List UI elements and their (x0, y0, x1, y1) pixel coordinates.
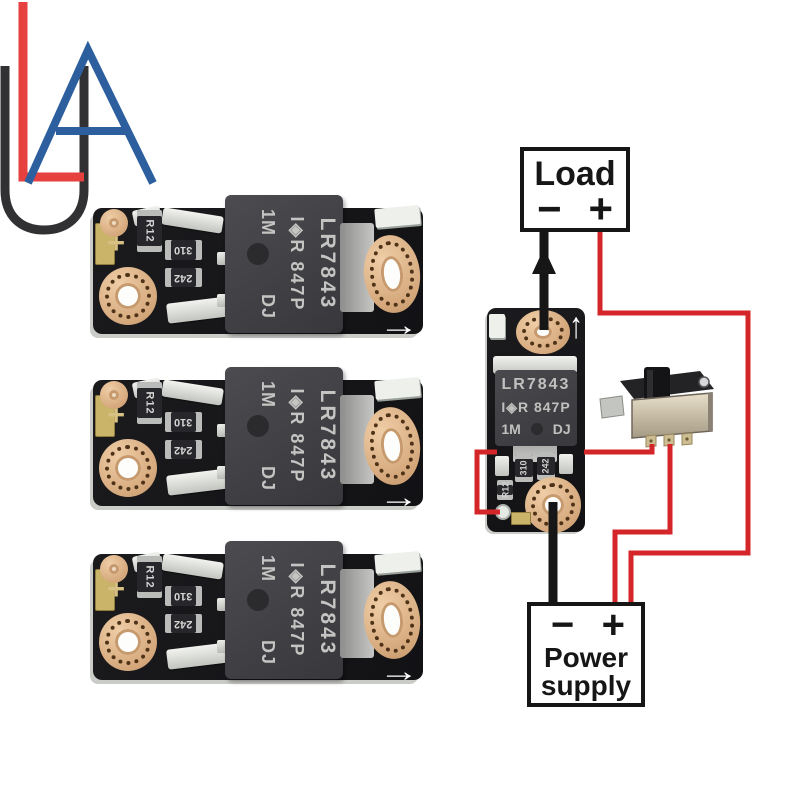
current-direction-arrow-icon: → (378, 655, 420, 688)
chip-marking: LR7843 I◈R 847P 1M DJ (258, 555, 339, 665)
pad-hole (542, 494, 564, 516)
solder-trace (493, 356, 577, 374)
switch-knob-highlight (647, 370, 653, 398)
pad-hole (115, 283, 141, 309)
pad-hole (109, 218, 119, 228)
mosfet-module-photo-3: + R12 310 242 LR7843 I◈R (93, 541, 424, 688)
smd-resistor-310: 310 (515, 454, 533, 482)
smd-resistor-242: 242 (165, 268, 202, 287)
power-supply-label-line1: Power (543, 642, 629, 673)
load-label: Load (534, 155, 616, 193)
pad-hole (109, 564, 119, 574)
smd-resistor-310: 310 (165, 586, 202, 606)
switch-body-edge (708, 393, 712, 431)
power-supply-label-line2: supply (540, 670, 632, 701)
input-wire-pad (99, 613, 157, 671)
current-direction-arrow-icon: → (378, 481, 420, 514)
logo-letter-l (18, 2, 84, 182)
current-direction-arrow-icon: ↑ (569, 305, 583, 346)
logo-letter-a (24, 40, 157, 185)
power-supply-box: − + Power supply (527, 602, 645, 707)
ceramic-component (374, 377, 421, 400)
mounting-hole-icon (698, 376, 710, 388)
mosfet-module-photo-2: + R12 310 242 LR7843 I◈R (93, 367, 424, 514)
chip-marking: LR7843 I◈R 847P 1M DJ (258, 381, 339, 491)
switch-terminal-pad (495, 456, 509, 476)
ceramic-component (374, 551, 421, 574)
wire-switch-to-supply (612, 444, 673, 606)
supply-wire-pad (525, 477, 581, 533)
smd-resistor-r12: R12 (137, 556, 162, 598)
pad-hole (115, 455, 141, 481)
ceramic-component (489, 314, 505, 338)
chip-mold-dot (247, 415, 269, 437)
mosfet-chip: LR7843 I◈R 847P 1M DJ (495, 370, 577, 446)
flow-arrow-icon (532, 248, 556, 274)
smd-resistor-r12: R12 (137, 210, 162, 252)
slide-switch (599, 367, 714, 448)
switch-body (631, 392, 713, 439)
pin-hole (667, 438, 671, 442)
switch-terminal-pad (559, 454, 573, 474)
small-mounting-pad (100, 555, 128, 583)
supply-negative-terminal: − (551, 603, 575, 647)
small-mounting-pad (100, 209, 128, 237)
input-wire-pad (99, 439, 157, 497)
pad-hole (109, 390, 119, 400)
pad-hole (534, 325, 552, 339)
mosfet-chip: LR7843 I◈R 847P 1M DJ (225, 541, 374, 679)
load-box: Load − + (520, 147, 630, 232)
switch-bracket-tab (599, 395, 625, 419)
pad-hole (115, 629, 141, 655)
current-direction-arrow-icon: → (378, 309, 420, 342)
load-wire-pad (516, 310, 570, 354)
ceramic-component (374, 205, 421, 228)
chip-marking: LR7843 I◈R 847P 1M DJ (258, 209, 339, 319)
via-ring (105, 619, 151, 665)
mosfet-module-photo-1: + R12 310 242 LR7843 I◈R (93, 195, 424, 342)
load-negative-terminal: − (537, 185, 562, 232)
chip-mold-dot (247, 243, 269, 265)
chip-mold-dot (247, 589, 269, 611)
brand-logo (0, 2, 157, 235)
gold-pad (511, 512, 531, 525)
small-mounting-pad (100, 381, 128, 409)
supply-positive-terminal: + (601, 603, 625, 647)
pin-hole (685, 437, 689, 441)
via-ring (105, 445, 151, 491)
smd-resistor-310: 310 (165, 412, 202, 432)
smd-resistor-242: 242 (537, 452, 555, 480)
mosfet-chip: LR7843 I◈R 847P 1M DJ (225, 195, 374, 333)
mosfet-chip: LR7843 I◈R 847P 1M DJ (225, 367, 374, 505)
pin-hole (649, 439, 653, 443)
mosfet-module-diagram: ↑ LR7843 I◈R 847P 1M DJ 310 242 R12 (487, 305, 585, 533)
jumper-pad (495, 504, 511, 520)
logo-letter-u (0, 66, 89, 235)
chip-mold-dot (530, 423, 543, 435)
load-positive-terminal: + (588, 185, 613, 232)
input-wire-pad (99, 267, 157, 325)
smd-resistor-r12: R12 (137, 382, 162, 424)
smd-resistor-r12: R12 (497, 480, 513, 500)
via-ring (105, 273, 151, 319)
smd-resistor-310: 310 (165, 240, 202, 260)
smd-resistor-242: 242 (165, 440, 202, 459)
smd-resistor-242: 242 (165, 614, 202, 633)
